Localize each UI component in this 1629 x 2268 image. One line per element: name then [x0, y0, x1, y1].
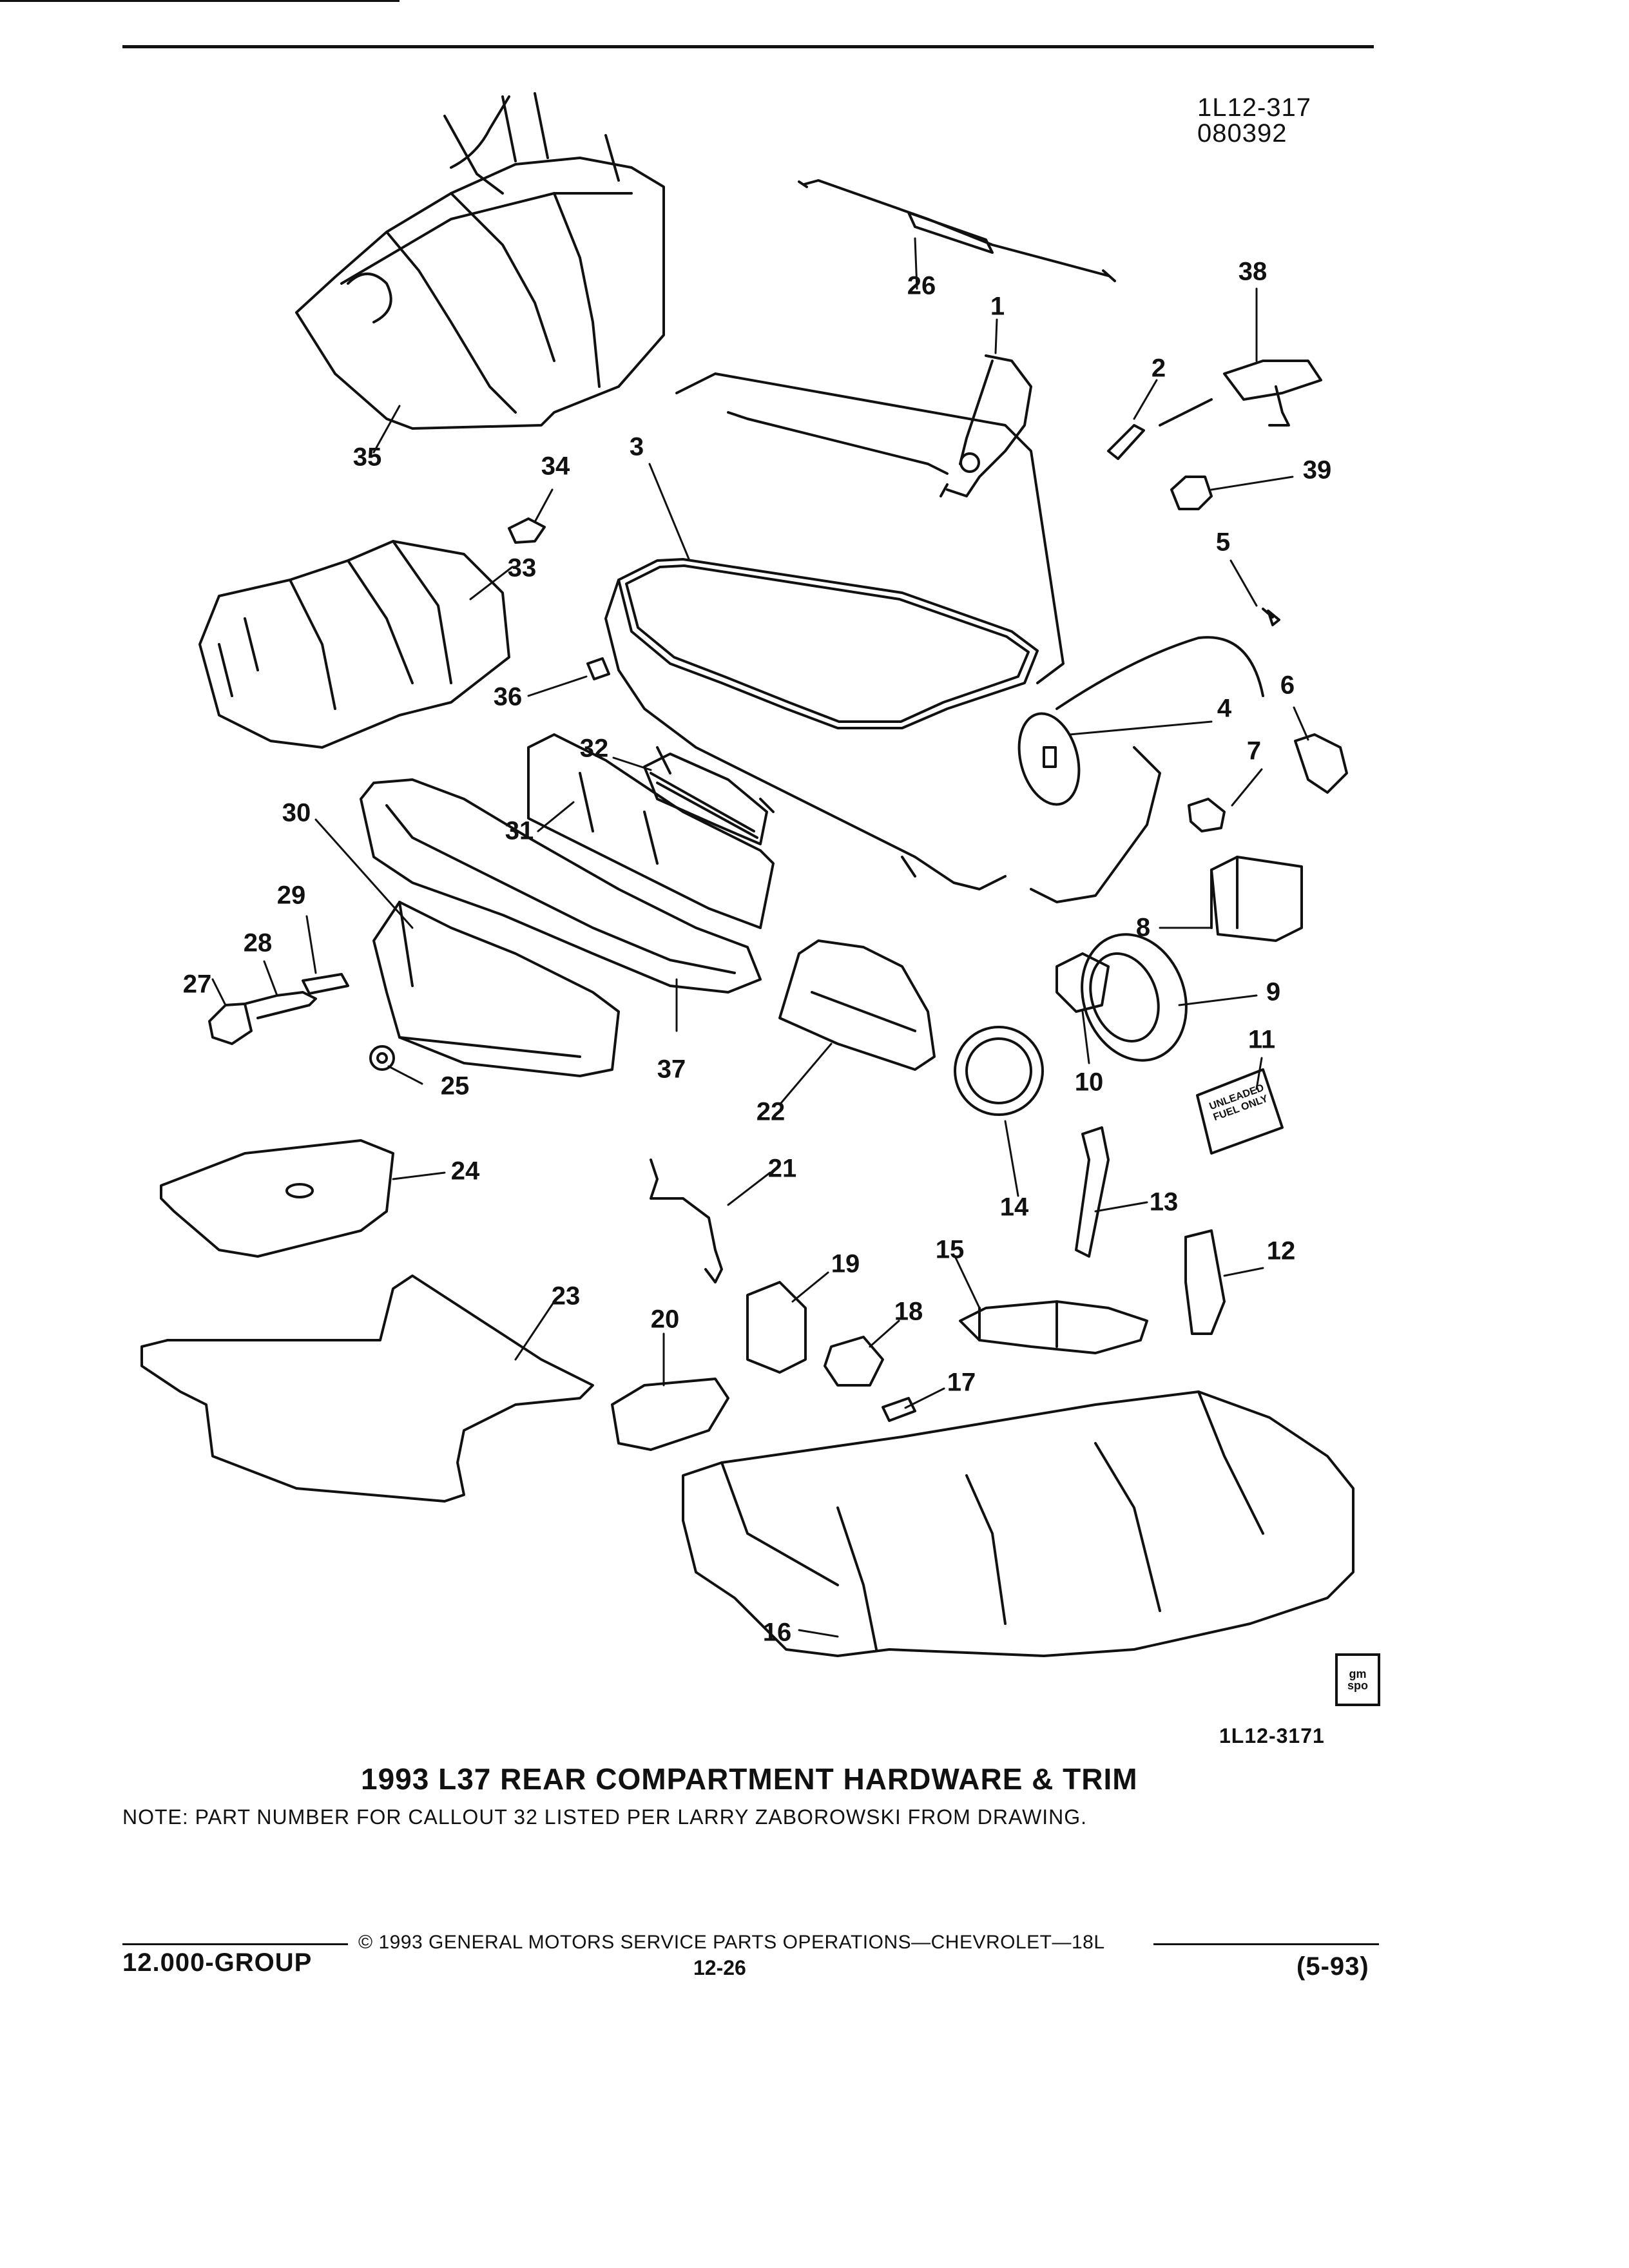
leader-lines — [211, 237, 1309, 1638]
footer-rule-left — [122, 1943, 348, 1945]
callout-33: 33 — [507, 553, 537, 582]
callout-20: 20 — [650, 1305, 680, 1334]
part-19-striker — [746, 1281, 807, 1374]
gm-logo-line1: gm — [1349, 1667, 1367, 1680]
part-9-fuel-door — [1081, 933, 1188, 1062]
part-3-weatherstrip — [617, 558, 1039, 729]
callout-27: 27 — [182, 970, 212, 999]
callout-16: 16 — [762, 1618, 792, 1647]
part-23-floor-mat — [140, 1274, 594, 1503]
callout-26: 26 — [907, 271, 936, 300]
callout-24: 24 — [450, 1157, 480, 1186]
part-12-hinge-plate — [1184, 1229, 1226, 1335]
part-15-lock-assembly — [959, 1300, 1148, 1354]
part-38-release — [1159, 360, 1322, 427]
callout-18: 18 — [894, 1297, 923, 1326]
callout-32: 32 — [579, 734, 609, 763]
part-16-trunk-liner — [682, 1390, 1354, 1657]
callout-17: 17 — [947, 1368, 976, 1397]
part-8-housing — [1210, 856, 1303, 942]
part-11-fuel-label — [1196, 1068, 1284, 1155]
part-30-trim-panel — [372, 901, 620, 1077]
callout-1: 1 — [990, 292, 1005, 321]
callout-8: 8 — [1135, 913, 1151, 942]
part-1-lock-cylinder — [940, 354, 1032, 497]
part-24-spare-cover — [160, 1139, 394, 1258]
callout-13: 13 — [1149, 1187, 1179, 1216]
part-18-bumper — [824, 1336, 884, 1387]
part-14-fuel-door — [954, 1026, 1044, 1116]
part-20-lamp — [611, 1378, 729, 1451]
callout-14: 14 — [999, 1193, 1029, 1222]
footer-revision: (5-93) — [1296, 1952, 1369, 1981]
gm-spo-logo: gm spo — [1335, 1653, 1380, 1706]
callout-22: 22 — [756, 1097, 786, 1126]
part-10-gasket — [1055, 952, 1110, 1013]
callout-35: 35 — [352, 443, 382, 472]
part-39-bumper — [1170, 476, 1213, 510]
header-rule — [122, 45, 1374, 48]
part-32-seal — [643, 753, 768, 845]
part-35-trunk-panel — [295, 92, 665, 430]
callout-28: 28 — [243, 928, 273, 957]
date-code: 080392 — [1197, 119, 1287, 148]
callout-39: 39 — [1302, 456, 1332, 485]
part-7-bumper — [1188, 798, 1226, 832]
footer-copyright: © 1993 GENERAL MOTORS SERVICE PARTS OPER… — [358, 1932, 1105, 1953]
part-37-molding — [360, 778, 762, 994]
callout-34: 34 — [541, 452, 570, 481]
callout-10: 10 — [1074, 1068, 1104, 1097]
footer-group: 12.000-GROUP — [122, 1948, 313, 1977]
part-25-washer — [369, 1045, 395, 1071]
callout-31: 31 — [505, 816, 534, 845]
callout-6: 6 — [1280, 671, 1295, 700]
figure-code: 1L12-3171 — [1219, 1724, 1325, 1747]
callout-5: 5 — [1215, 528, 1231, 557]
diagram-note: NOTE: PART NUMBER FOR CALLOUT 32 LISTED … — [122, 1805, 1088, 1829]
callout-12: 12 — [1266, 1236, 1296, 1265]
top-edge-rule — [0, 0, 400, 2]
footer-rule-right — [1153, 1943, 1379, 1945]
part-27-28-29-hardware — [208, 973, 349, 1045]
part-13-strap — [1075, 1126, 1110, 1258]
callout-36: 36 — [493, 682, 523, 711]
part-36-clip — [586, 657, 610, 680]
part-22-tail-lamp — [778, 939, 936, 1071]
part-31-sill-plate — [527, 733, 775, 929]
gm-logo-line2: spo — [1347, 1679, 1368, 1692]
part-2-clip — [1107, 424, 1145, 460]
part-33-side-trim — [198, 540, 510, 749]
callout-25: 25 — [440, 1072, 470, 1100]
part-34-pushpin — [508, 517, 546, 544]
callout-21: 21 — [767, 1154, 797, 1183]
callout-11: 11 — [1248, 1025, 1276, 1054]
callout-19: 19 — [831, 1249, 860, 1278]
callout-38: 38 — [1238, 257, 1268, 286]
callout-37: 37 — [657, 1055, 686, 1084]
part-6-bracket — [1294, 733, 1348, 794]
callout-30: 30 — [282, 798, 311, 827]
part-4-fuel-door-housing — [1017, 712, 1081, 806]
part-5-screw — [1262, 608, 1280, 626]
callout-3: 3 — [629, 432, 644, 461]
drawing-code: 1L12-317 — [1197, 93, 1312, 122]
footer-page-number: 12-26 — [693, 1956, 746, 1979]
trunk-lid-and-body — [604, 372, 1264, 903]
part-21-rod — [650, 1158, 723, 1283]
part-26-support-rod — [798, 179, 1116, 282]
callout-29: 29 — [276, 881, 306, 910]
callout-2: 2 — [1151, 354, 1166, 383]
callout-4: 4 — [1217, 694, 1232, 723]
diagram-title: 1993 L37 REAR COMPARTMENT HARDWARE & TRI… — [361, 1762, 1138, 1796]
callout-9: 9 — [1266, 977, 1281, 1006]
part-17-bracket — [882, 1397, 916, 1422]
callout-15: 15 — [935, 1235, 965, 1264]
callout-23: 23 — [551, 1282, 581, 1311]
callout-7: 7 — [1246, 736, 1262, 765]
